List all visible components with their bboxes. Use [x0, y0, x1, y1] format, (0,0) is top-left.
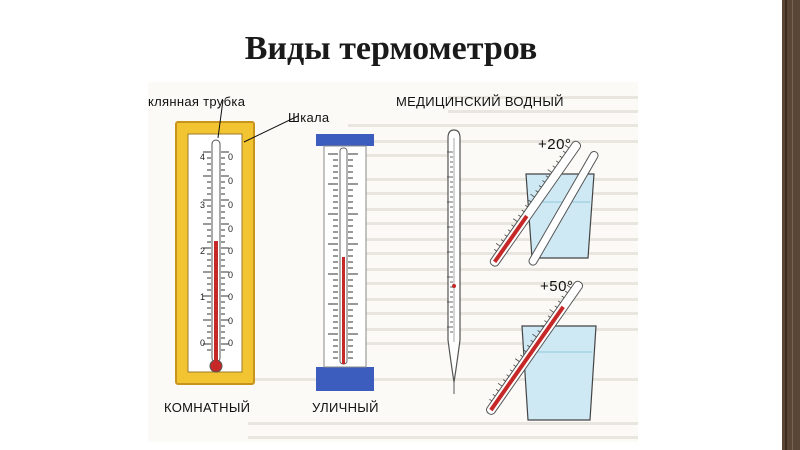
- scale-number: 0: [200, 338, 205, 348]
- street-label: УЛИЧНЫЙ: [312, 400, 379, 415]
- street-thermometer: [316, 134, 374, 391]
- svg-text:0: 0: [228, 246, 233, 256]
- scale-number: 2: [200, 246, 205, 256]
- svg-text:0: 0: [228, 338, 233, 348]
- svg-text:0: 0: [228, 176, 233, 186]
- scale-number: 1: [200, 292, 205, 302]
- scale-number: 4: [200, 152, 205, 162]
- svg-text:0: 0: [228, 200, 233, 210]
- medical-thermometer: [447, 129, 461, 394]
- wood-edge-strip: [782, 0, 800, 450]
- glass-tube-label: клянная трубка: [148, 94, 246, 109]
- room-label: КОМНАТНЫЙ: [164, 400, 251, 415]
- temp-20-label: +20°: [538, 136, 572, 153]
- room-thermometer: 4 3 2 1 0 0 0 0 0 0 0 0 0 0: [175, 99, 299, 385]
- water-thermometer-20: [489, 140, 599, 267]
- thermometers-drawing: 4 3 2 1 0 0 0 0 0 0 0 0 0 0: [175, 99, 599, 421]
- svg-text:0: 0: [228, 224, 233, 234]
- page-title: Виды термометров: [244, 30, 538, 67]
- svg-text:0: 0: [228, 270, 233, 280]
- water-thermometer-50: [486, 280, 597, 421]
- svg-text:0: 0: [228, 292, 233, 302]
- svg-text:0: 0: [228, 316, 233, 326]
- svg-text:0: 0: [228, 152, 233, 162]
- medical-water-label: МЕДИЦИНСКИЙ ВОДНЫЙ: [396, 94, 564, 109]
- temp-50-label: +50°: [540, 278, 574, 295]
- scale-label: Шкала: [288, 110, 330, 125]
- thermometers-illustration: 4 3 2 1 0 0 0 0 0 0 0 0 0 0: [148, 82, 638, 442]
- scale-number: 3: [200, 200, 205, 210]
